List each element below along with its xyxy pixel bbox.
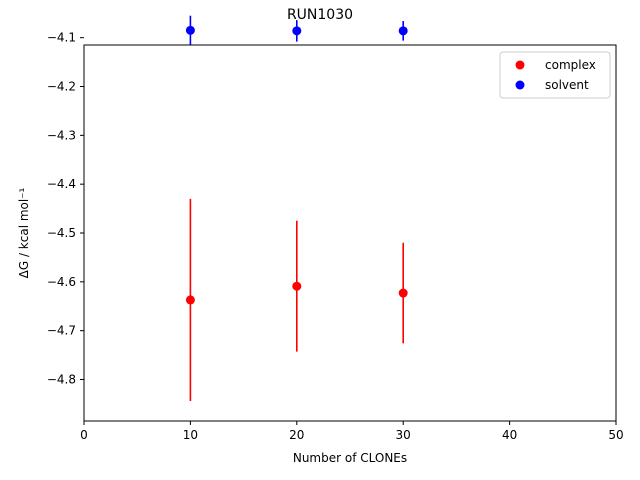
y-tick-label: −4.6	[47, 275, 76, 289]
x-tick-label: 0	[80, 428, 88, 442]
series-complex	[185, 198, 408, 401]
x-tick-label: 10	[183, 428, 198, 442]
legend-label: solvent	[545, 78, 589, 92]
y-axis-label: ΔG / kcal mol⁻¹	[17, 187, 31, 278]
y-tick-label: −4.4	[47, 177, 76, 191]
x-tick-label: 30	[396, 428, 411, 442]
series-layer	[185, 15, 408, 401]
data-point	[292, 281, 302, 291]
x-tick-label: 40	[502, 428, 517, 442]
x-tick-label: 50	[608, 428, 623, 442]
x-axis-ticks: 0 10 20 30 40 50	[80, 421, 624, 442]
data-point	[398, 288, 408, 298]
legend-frame	[499, 51, 611, 99]
y-tick-label: −4.8	[47, 372, 76, 386]
plot-frame	[83, 44, 617, 422]
series-solvent	[185, 15, 408, 45]
legend-label: complex	[545, 58, 596, 72]
legend: complex solvent	[499, 51, 611, 99]
y-tick-label: −4.2	[47, 80, 76, 94]
legend-marker	[515, 80, 525, 90]
y-tick-label: −4.1	[47, 31, 76, 45]
legend-marker	[515, 60, 525, 70]
data-point	[185, 295, 195, 305]
data-point	[292, 26, 302, 36]
y-tick-label: −4.3	[47, 128, 76, 142]
chart-title: RUN1030	[286, 7, 354, 23]
y-tick-label: −4.5	[47, 226, 76, 240]
x-axis-label: Number of CLONEs	[293, 451, 407, 465]
x-tick-label: 20	[289, 428, 304, 442]
data-point	[398, 26, 408, 36]
data-point	[185, 25, 195, 35]
y-axis-ticks: −4.1 −4.2 −4.3 −4.4 −4.5 −4.6 −4.7 −4.8	[47, 31, 84, 386]
y-tick-label: −4.7	[47, 324, 76, 338]
plot-area	[84, 45, 616, 421]
